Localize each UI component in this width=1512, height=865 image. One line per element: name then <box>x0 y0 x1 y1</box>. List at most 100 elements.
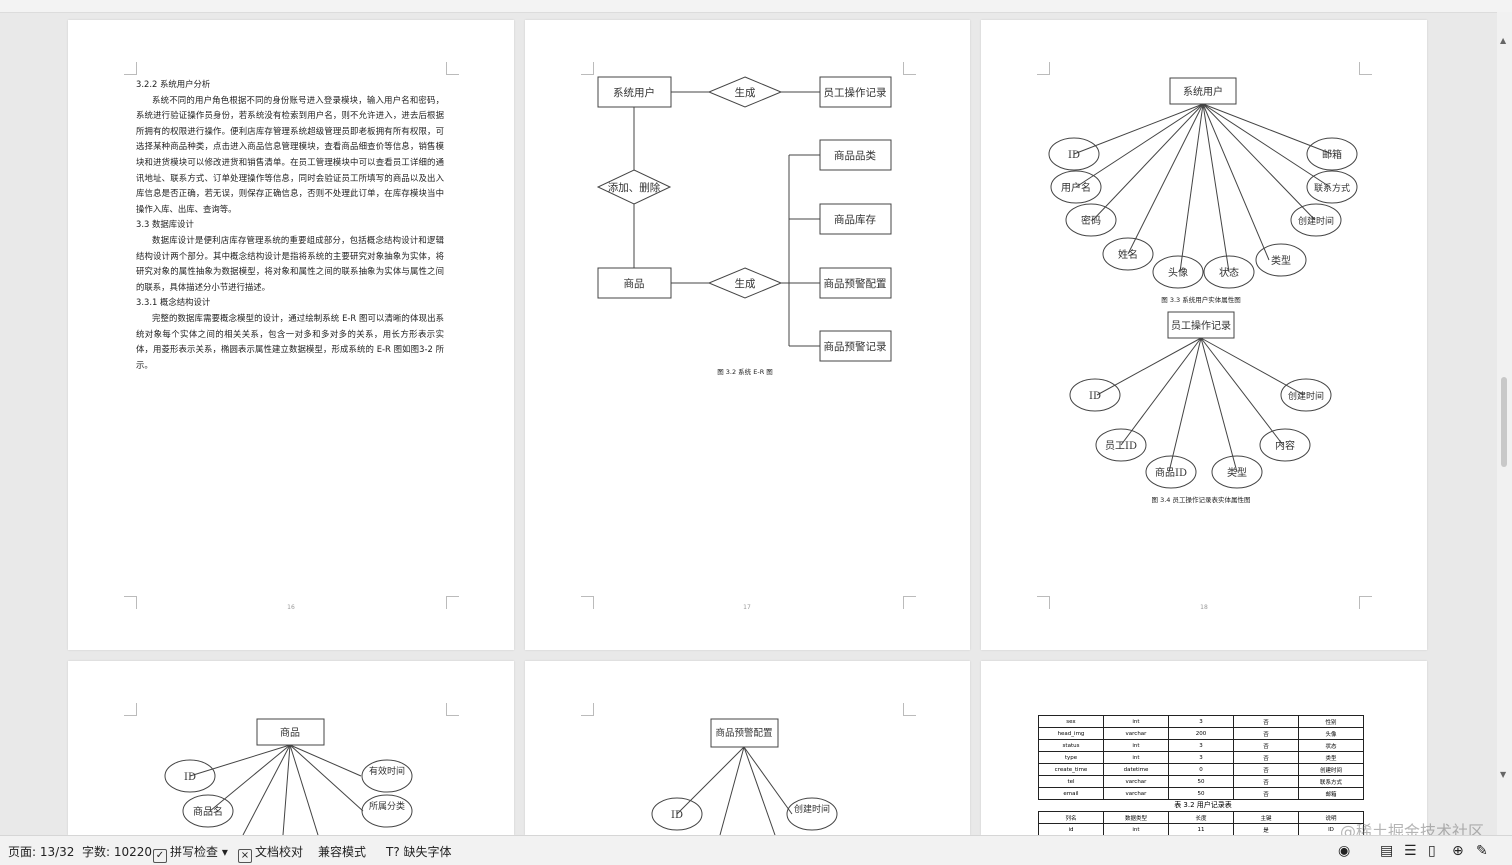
table-cell: 50 <box>1168 787 1234 800</box>
section-heading: 3.3.1 概念结构设计 <box>136 297 211 308</box>
table-cell: email <box>1038 787 1104 800</box>
paragraph: 完整的数据库需要概念模型的设计，通过绘制系统 E-R 图可以清晰的体现出系统对象… <box>136 312 444 370</box>
table-cell: sex <box>1038 715 1104 728</box>
outline-view-icon[interactable]: ☰ <box>1404 843 1417 859</box>
paragraph: 系统不同的用户角色根据不同的身份账号进入登录模块，输入用户名和密码，系统进行验证… <box>136 94 444 214</box>
attribute-label: ID <box>1068 150 1080 161</box>
attribute-label: 商品ID <box>1155 466 1187 479</box>
table-cell: 创建时间 <box>1298 763 1364 776</box>
document-page-19: 商品 ID 商品名 有效时间 所属分类 <box>68 661 514 835</box>
attribute-label: 联系方式 <box>1314 182 1350 194</box>
missing-font-button[interactable]: T? 缺失字体 <box>386 845 452 859</box>
figure-caption: 图 3.3 系统用户实体属性图 <box>1161 295 1240 304</box>
attribute-label: 创建时间 <box>1298 215 1334 227</box>
table-cell: 否 <box>1233 751 1299 764</box>
warn-config-attribute-diagram: 商品预警配置 ID 创建时间 <box>651 718 838 835</box>
table-cell: 否 <box>1233 763 1299 776</box>
body-text: 3.2.2 系统用户分析 系统不同的用户角色根据不同的身份账号进入登录模块，输入… <box>136 77 444 373</box>
attribute-label: 密码 <box>1081 214 1101 227</box>
read-view-icon[interactable]: ▯ <box>1428 843 1436 859</box>
goods-attribute-diagram: 商品 ID 商品名 有效时间 所属分类 <box>164 718 413 835</box>
attribute-label: ID <box>1089 391 1101 402</box>
attribute-label: 用户名 <box>1061 181 1091 194</box>
table-cell: status <box>1038 739 1104 752</box>
attribute-label: 类型 <box>1227 466 1247 479</box>
compat-mode[interactable]: 兼容模式 <box>318 845 367 859</box>
table-cell: varchar <box>1103 775 1169 788</box>
attribute-label: 员工ID <box>1105 440 1137 452</box>
relation-generate: 生成 <box>735 277 756 290</box>
table-cell: int <box>1103 715 1169 728</box>
table-cell: 否 <box>1233 739 1299 752</box>
table-cell: 50 <box>1168 775 1234 788</box>
table-row: 列名数据类型长度主键说明 <box>1038 811 1364 824</box>
attribute-label: 创建时间 <box>794 803 830 815</box>
entity-warn-config: 商品预警配置 <box>824 277 887 290</box>
table-cell: 3 <box>1168 739 1234 752</box>
attribute-label: 内容 <box>1275 439 1295 452</box>
document-page-20: 商品预警配置 ID 创建时间 <box>525 661 970 835</box>
eye-icon[interactable]: ◉ <box>1338 843 1351 859</box>
scroll-thumb[interactable] <box>1501 377 1507 467</box>
word-count[interactable]: 字数: 10220 <box>82 845 153 859</box>
table-cell: 类型 <box>1298 751 1364 764</box>
table-cell: 状态 <box>1298 739 1364 752</box>
table-cell: type <box>1038 751 1104 764</box>
page-indicator[interactable]: 页面: 13/32 <box>8 845 75 859</box>
attribute-label: 所属分类 <box>369 800 405 812</box>
table-cell: 否 <box>1233 775 1299 788</box>
table-cell: 0 <box>1168 763 1234 776</box>
vertical-scrollbar[interactable]: ▲ ▼ <box>1497 12 1512 835</box>
table-cell: 3 <box>1168 751 1234 764</box>
proofread-button[interactable]: ×文档校对 <box>238 843 303 863</box>
edit-icon[interactable]: ✎ <box>1476 843 1488 859</box>
entity-label: 商品 <box>280 726 300 739</box>
attribute-label: ID <box>671 810 683 821</box>
entity-stock: 商品库存 <box>834 213 876 226</box>
table-cell: datetime <box>1103 763 1169 776</box>
page-view-icon[interactable]: ▤ <box>1380 843 1394 859</box>
entity-goods: 商品 <box>624 277 645 290</box>
figure-caption: 图 3.2 系统 E-R 图 <box>717 367 773 376</box>
entity-warn-log: 商品预警记录 <box>824 340 887 353</box>
table-cell: int <box>1103 739 1169 752</box>
spell-check-button[interactable]: ✓拼写检查 ▾ <box>153 843 228 863</box>
attribute-label: 商品名 <box>193 805 223 818</box>
font-icon: T? <box>386 845 400 859</box>
attribute-label: 创建时间 <box>1288 390 1324 402</box>
web-view-icon[interactable]: ⊕ <box>1452 843 1464 859</box>
table-cell: 否 <box>1233 715 1299 728</box>
table-cell: 性别 <box>1298 715 1364 728</box>
table-cell: head_img <box>1038 727 1104 740</box>
relation-generate: 生成 <box>735 86 756 99</box>
table-cell: 邮箱 <box>1298 787 1364 800</box>
table-cell: 头像 <box>1298 727 1364 740</box>
top-ruler <box>0 0 1512 13</box>
table-caption: 表 3.2 用户记录表 <box>1174 801 1232 809</box>
page-number: 18 <box>1200 604 1208 611</box>
table-cell: create_time <box>1038 763 1104 776</box>
attribute-label: ID <box>184 772 196 783</box>
proofread-icon: × <box>238 849 252 863</box>
figure-caption: 图 3.4 员工操作记录表实体属性图 <box>1152 495 1251 504</box>
entity-operation-log: 员工操作记录 <box>824 86 887 99</box>
table-cell: 200 <box>1168 727 1234 740</box>
table-cell: int <box>1103 751 1169 764</box>
attribute-label: 邮箱 <box>1322 148 1342 161</box>
table-cell: 否 <box>1233 727 1299 740</box>
attribute-label: 头像 <box>1168 267 1188 279</box>
attribute-label: 姓名 <box>1118 248 1138 261</box>
er-diagram: 系统用户 生成 员工操作记录 添加、删除 商品 生成 商品品类 商品库存 商品预… <box>596 76 892 376</box>
document-page-16: 3.2.2 系统用户分析 系统不同的用户角色根据不同的身份账号进入登录模块，输入… <box>68 20 514 650</box>
status-bar: 页面: 13/32 字数: 10220 ✓拼写检查 ▾ ×文档校对 兼容模式 T… <box>0 835 1512 865</box>
